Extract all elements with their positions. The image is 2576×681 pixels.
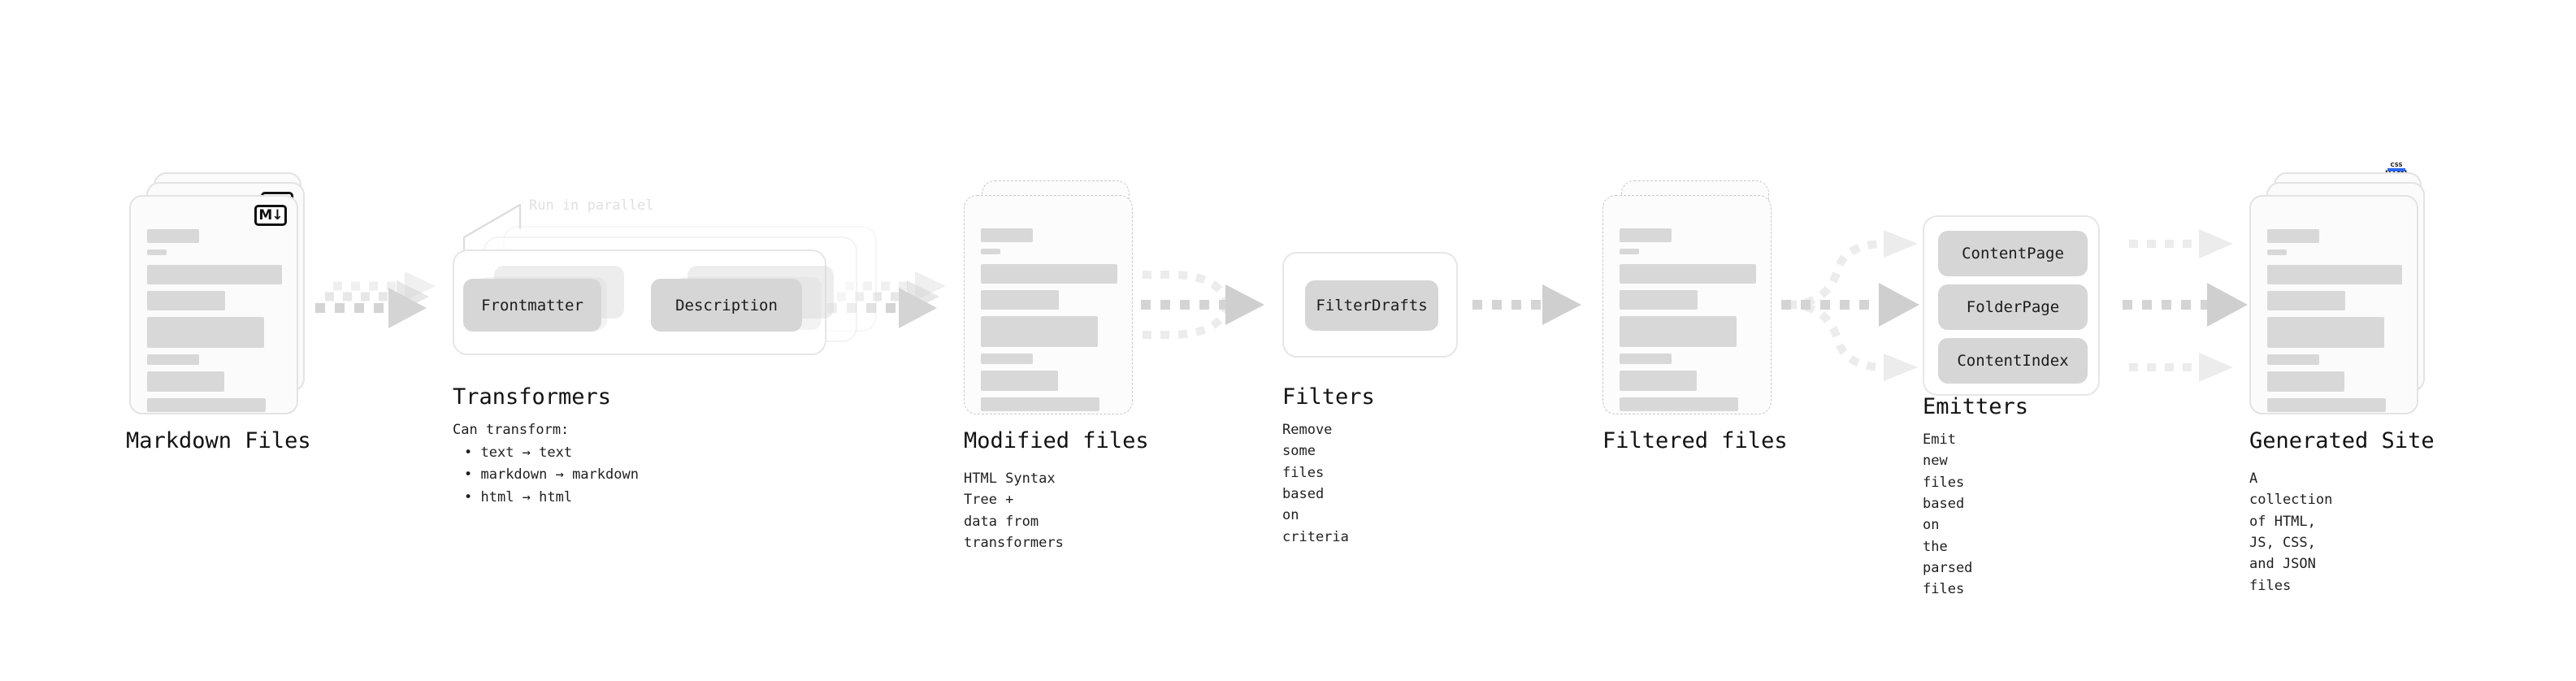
run-in-parallel-label: Run in parallel: [529, 197, 654, 214]
skeleton-bar: [2267, 249, 2287, 255]
skeleton-bar: [981, 264, 1117, 284]
skeleton-bar: [147, 265, 282, 284]
skeleton-bar: [981, 228, 1033, 242]
emitters-description: Emit new files based on the parsed files: [1923, 432, 1973, 598]
skeleton-bar: [2267, 371, 2344, 392]
skeleton-bar: [1620, 290, 1698, 310]
skeleton-bar: [147, 249, 167, 255]
skeleton-bar: [147, 371, 224, 392]
skeleton-bar: [1620, 316, 1737, 347]
filters-description: Remove some files based on criteria: [1282, 422, 1349, 545]
svg-text:CSS: CSS: [2390, 162, 2402, 168]
stage-title-markdown-files: Markdown Files: [126, 428, 311, 453]
skeleton-bar: [1620, 264, 1756, 284]
connector-modified-to-filters: [1141, 271, 1264, 339]
file-card-filtered[interactable]: [1602, 195, 1772, 414]
skeleton-bar: [981, 290, 1059, 310]
stage-title-filters: Filters: [1282, 384, 1375, 410]
chip-folderpage[interactable]: FolderPage: [1938, 284, 2088, 330]
stage-title-filtered-files: Filtered files: [1602, 428, 1788, 453]
skeleton-bar: [1620, 397, 1738, 411]
emitters-group[interactable]: ContentPage FolderPage ContentIndex: [1923, 215, 2100, 396]
skeleton-bar: [981, 354, 1033, 364]
connector-filtered-to-emitters: [1781, 230, 1919, 381]
skeleton-bar: [147, 398, 266, 412]
skeleton-bars: [2267, 229, 2402, 419]
skeleton-bar: [2267, 354, 2319, 365]
chip-contentpage[interactable]: ContentPage: [1938, 231, 2088, 276]
modified-files-description: HTML Syntax Tree + data from transformer…: [964, 471, 1064, 552]
skeleton-bars: [1620, 228, 1756, 418]
skeleton-bar: [2267, 265, 2402, 284]
transformers-subtitle: Can transform:: [453, 422, 570, 438]
skeleton-bar: [1620, 228, 1672, 242]
transformers-description: Can transform: • text → text • markdown …: [453, 419, 639, 509]
skeleton-bar: [147, 229, 199, 243]
skeleton-bar: [147, 317, 264, 348]
skeleton-bar: [2267, 229, 2319, 243]
skeleton-bar: [2267, 291, 2345, 310]
chip-description[interactable]: Description: [651, 279, 802, 332]
filters-group[interactable]: FilterDrafts: [1282, 252, 1458, 358]
connector-md-to-transformers: [315, 271, 436, 328]
file-card-markdown[interactable]: M↓: [129, 195, 298, 414]
connector-emitters-to-site: [2123, 229, 2248, 382]
css-icon: CSS: [2387, 162, 2405, 171]
skeleton-bar: [2267, 398, 2386, 412]
generated-site-description: A collection of HTML, JS, CSS, and JSON …: [2249, 471, 2333, 594]
chip-filterdrafts[interactable]: FilterDrafts: [1305, 280, 1438, 331]
skeleton-bar: [981, 249, 1000, 254]
skeleton-bar: [1620, 249, 1639, 254]
skeleton-bar: [2267, 317, 2384, 348]
skeleton-bars: [147, 229, 282, 419]
skeleton-bar: [981, 371, 1058, 391]
skeleton-bar: [981, 397, 1099, 411]
stage-title-emitters: Emitters: [1923, 394, 2029, 419]
skeleton-bar: [981, 316, 1098, 347]
skeleton-bar: [147, 354, 199, 365]
transform-bullet-1: • markdown → markdown: [464, 466, 639, 484]
transform-bullet-2: • html → html: [464, 488, 573, 505]
stage-title-generated-site: Generated Site: [2249, 428, 2435, 453]
markdown-icon: M↓: [254, 205, 287, 226]
connector-filters-to-filtered: [1472, 284, 1581, 325]
stage-title-transformers: Transformers: [453, 384, 612, 410]
chip-frontmatter[interactable]: Frontmatter: [463, 279, 601, 332]
skeleton-bar: [1620, 371, 1697, 391]
chip-contentindex[interactable]: ContentIndex: [1938, 338, 2088, 384]
skeleton-bars: [981, 228, 1117, 418]
stage-title-modified-files: Modified files: [964, 428, 1149, 453]
transform-bullet-0: • text → text: [464, 444, 573, 461]
skeleton-bar: [147, 291, 225, 310]
skeleton-bar: [1620, 354, 1672, 364]
file-card-modified[interactable]: [964, 195, 1133, 414]
file-card-generated-site[interactable]: [2249, 195, 2418, 414]
